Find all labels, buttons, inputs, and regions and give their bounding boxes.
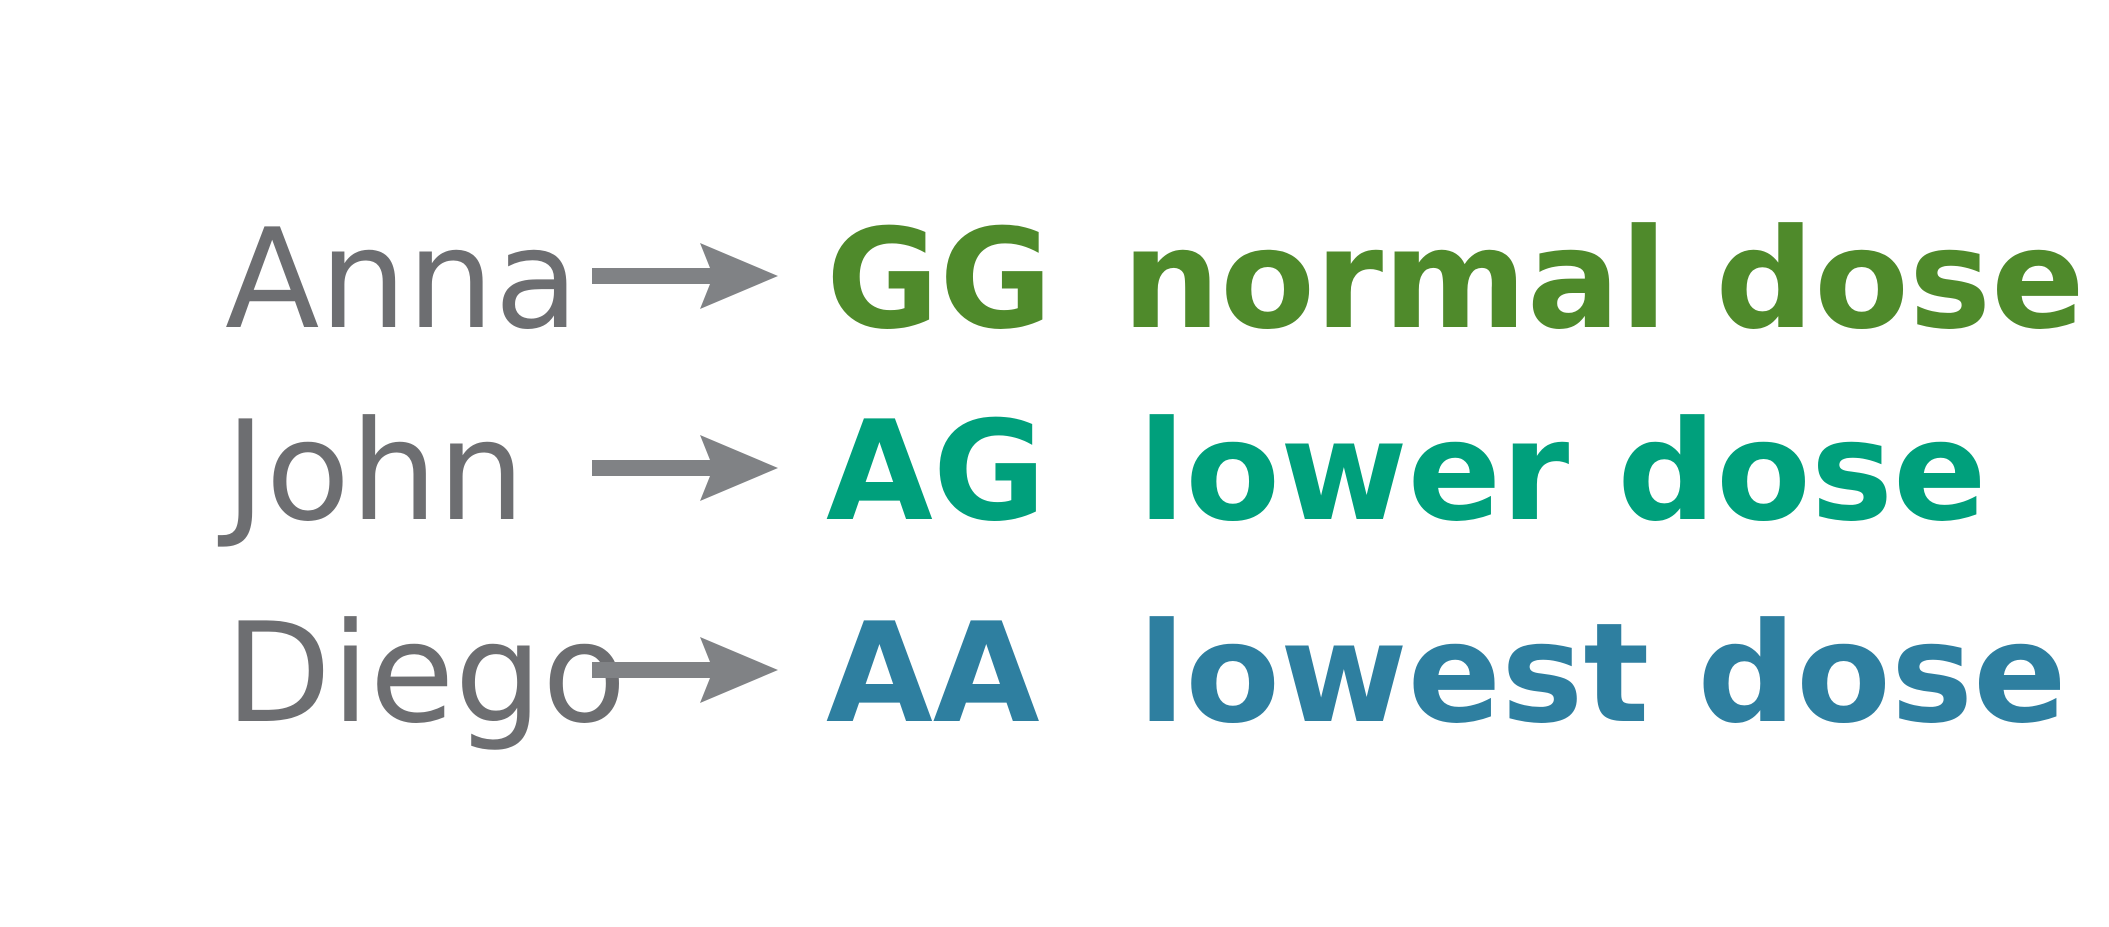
row-anna: Anna GG normal dose <box>0 200 2109 360</box>
dose-label: normal dose <box>1122 199 2085 360</box>
row-john: John AG lower dose <box>0 392 2109 552</box>
person-name: John <box>225 391 526 552</box>
row-diego: Diego AA lowest dose <box>0 594 2109 754</box>
genotype-label: GG <box>826 199 1053 360</box>
dose-label: lowest dose <box>1138 593 2067 754</box>
arrow-right-icon <box>592 435 778 501</box>
arrow-right-icon <box>592 243 778 309</box>
dose-label: lower dose <box>1138 391 1987 552</box>
genotype-label: AG <box>826 391 1047 552</box>
arrow-right-icon <box>592 637 778 703</box>
genotype-label: AA <box>826 593 1040 754</box>
person-name: Diego <box>225 593 627 754</box>
person-name: Anna <box>225 199 579 360</box>
